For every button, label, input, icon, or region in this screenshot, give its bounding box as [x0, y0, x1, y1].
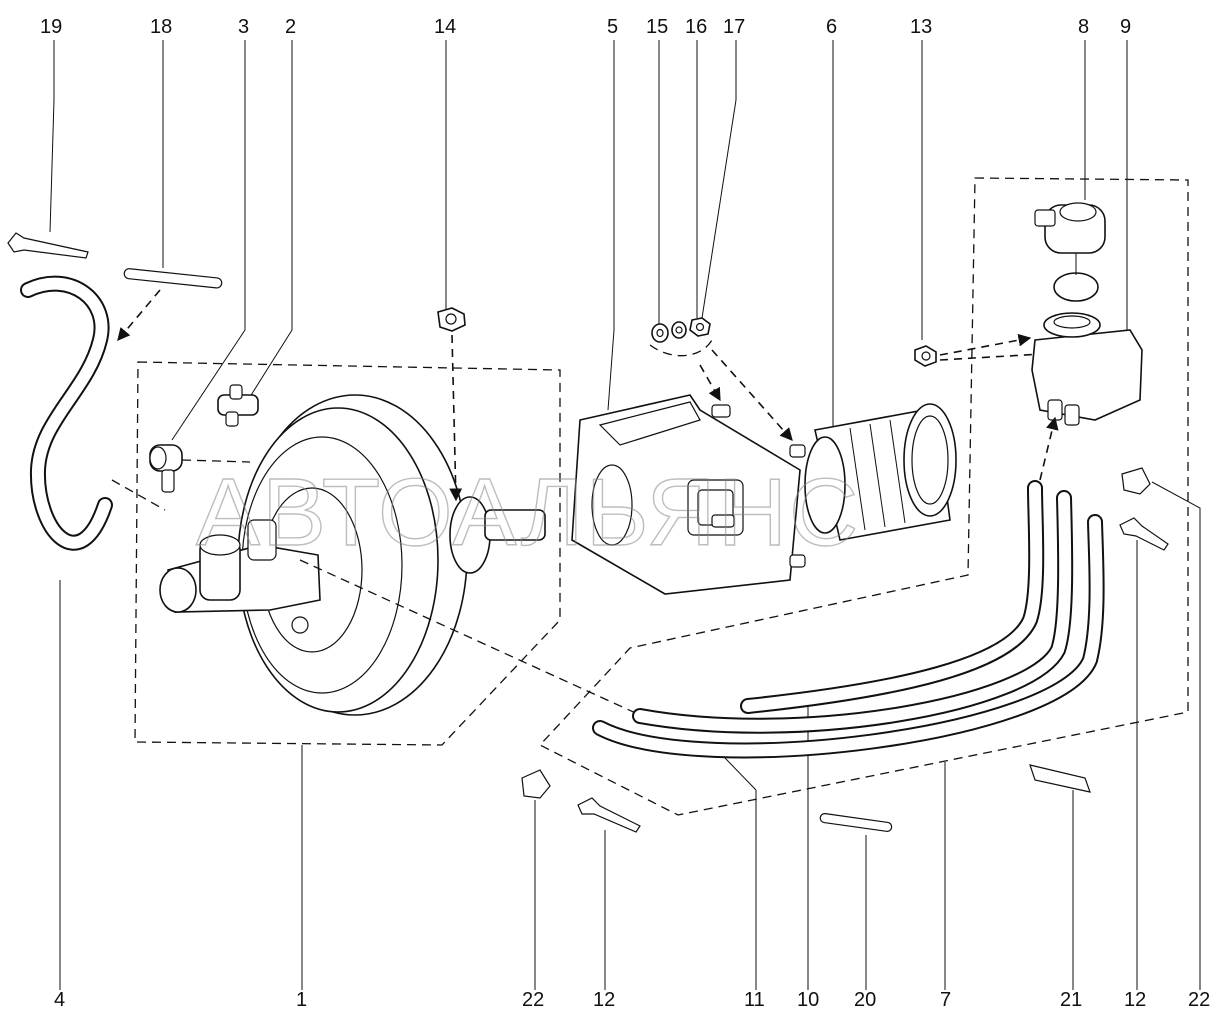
pedal-bracket-5	[571, 394, 806, 595]
part-label-10: 10	[797, 989, 819, 1011]
clip-22-left	[521, 769, 551, 799]
hose-clamp-19	[7, 232, 89, 259]
reservoir-hose-group-outline	[538, 177, 1189, 816]
brake-booster-1	[159, 394, 641, 716]
part-label-22-right: 22	[1188, 989, 1210, 1011]
part-label-17: 17	[723, 16, 745, 38]
clip-21	[1029, 764, 1091, 793]
part-label-11: 11	[744, 989, 765, 1011]
brake-hoses	[592, 480, 1105, 759]
part-label-22-left: 22	[522, 989, 544, 1011]
bottom-part-labels: 4 1 22 12 11 10 20 7 21 12 22	[54, 989, 1210, 1011]
hose-clamp-18	[123, 268, 223, 289]
watermark-text: АВТОАЛЬЯНС	[196, 459, 860, 566]
cable-tie-20	[819, 813, 893, 832]
cable-tie-12-right	[1119, 517, 1169, 551]
part-label-21: 21	[1060, 989, 1082, 1011]
part-label-19: 19	[40, 16, 62, 38]
vacuum-hose-parts	[7, 232, 223, 551]
part-label-8: 8	[1078, 16, 1089, 38]
part-label-20: 20	[854, 989, 876, 1011]
part-label-9: 9	[1120, 16, 1131, 38]
part-label-4: 4	[54, 989, 65, 1011]
part-label-1: 1	[296, 989, 307, 1011]
fittings	[149, 384, 259, 493]
part-label-6: 6	[826, 16, 837, 38]
part-label-18: 18	[150, 16, 172, 38]
clips-and-ties	[521, 467, 1169, 833]
part-label-3: 3	[238, 16, 249, 38]
part-label-14: 14	[434, 16, 456, 38]
part-label-12-left: 12	[593, 989, 615, 1011]
part-label-13: 13	[910, 16, 932, 38]
group-outlines	[134, 177, 1189, 816]
reservoir-cap-8	[1034, 202, 1106, 302]
washers-15-16-17	[651, 317, 793, 441]
top-part-labels: 19 18 3 2 14 5 15 16 17 6 13 8 9	[40, 16, 1131, 38]
nut-14	[437, 307, 466, 502]
part-label-5: 5	[607, 16, 618, 38]
part-label-16: 16	[685, 16, 707, 38]
part-label-2: 2	[285, 16, 296, 38]
clip-22-right	[1121, 467, 1151, 495]
master-cylinder	[159, 519, 321, 634]
cable-tie-12-left	[577, 797, 641, 833]
check-valve-2	[217, 384, 259, 427]
rubber-boot-6	[804, 403, 957, 541]
vacuum-fitting-3	[149, 444, 183, 493]
fluid-reservoir-9	[1031, 312, 1143, 426]
booster-group-outline	[134, 361, 561, 746]
part-label-12-right: 12	[1124, 989, 1146, 1011]
part-label-7: 7	[940, 989, 951, 1011]
part-label-15: 15	[646, 16, 668, 38]
